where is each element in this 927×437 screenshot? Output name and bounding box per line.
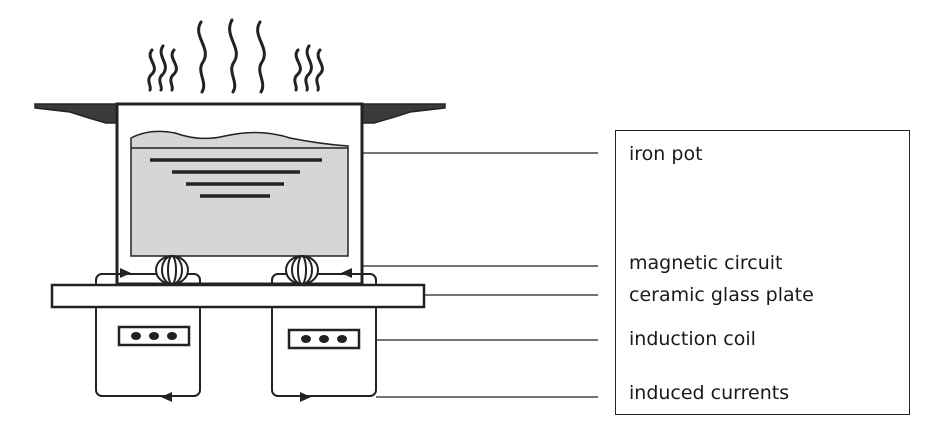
label-ceramic-glass-plate: ceramic glass plate — [629, 284, 814, 306]
label-iron-pot: iron pot — [629, 143, 703, 165]
induction-coil-right — [287, 328, 361, 350]
magnetic-circuit-left — [95, 255, 201, 402]
label-box — [615, 130, 910, 415]
leader-lines — [362, 152, 598, 398]
hob-surface — [34, 103, 446, 124]
label-induction-coil: induction coil — [629, 328, 756, 350]
steam-icon — [147, 18, 324, 94]
induction-coil-left — [117, 325, 191, 347]
label-induced-currents: induced currents — [629, 382, 790, 404]
ceramic-glass-plate — [50, 283, 426, 309]
label-magnetic-circuit: magnetic circuit — [629, 252, 783, 274]
pot-contents — [130, 130, 349, 257]
